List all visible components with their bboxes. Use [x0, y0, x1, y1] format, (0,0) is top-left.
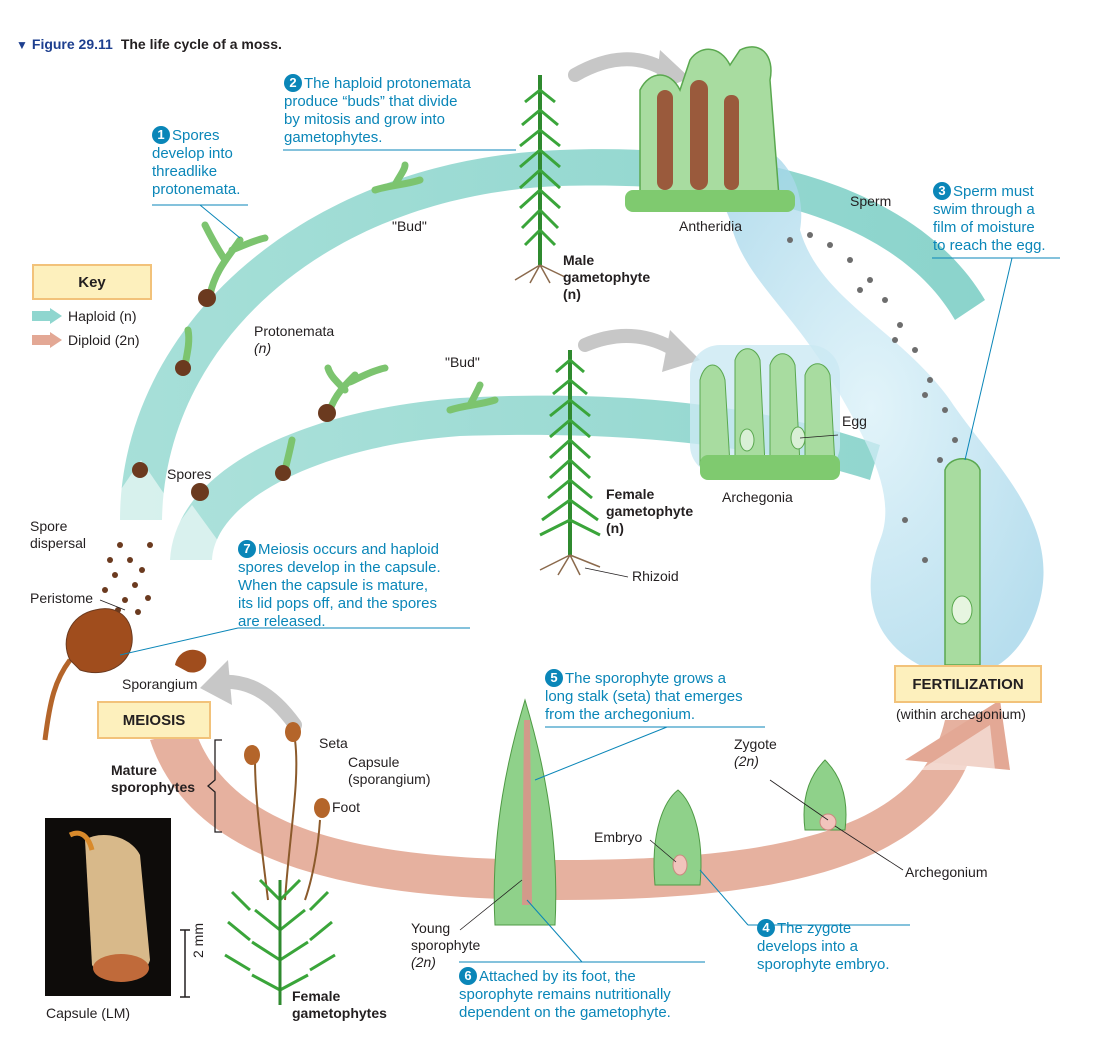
label-male-3: (n) [563, 286, 581, 302]
label-capsule-1: Capsule [348, 754, 400, 770]
key-haploid-label: Haploid (n) [68, 308, 137, 324]
label-male-2: gametophyte [563, 269, 651, 285]
label-bud-lower: "Bud" [445, 354, 480, 370]
label-archegonia: Archegonia [722, 489, 793, 505]
step-4-text: The zygote develops into a sporophyte em… [757, 920, 890, 973]
key-heading: Key [32, 264, 152, 300]
leader-lines [119, 149, 1060, 963]
mature-sporophytes-illustration [224, 722, 336, 1005]
label-foot: Foot [332, 799, 361, 815]
capsule-lm-photo [45, 818, 171, 996]
step-6-number: 6 [459, 967, 477, 985]
label-spores: Spores [167, 466, 212, 482]
label-peristome: Peristome [30, 590, 94, 606]
label-female-gams-2: gametophytes [292, 1005, 387, 1021]
label-female-1: Female [606, 486, 655, 502]
label-sporangium: Sporangium [122, 676, 198, 692]
male-gametophyte-illustration [514, 75, 566, 284]
label-protonemata: Protonemata [254, 323, 335, 339]
step-1-number: 1 [152, 126, 170, 144]
step-7-text: Meiosis occurs and haploid spores develo… [238, 541, 441, 630]
label-female-2: gametophyte [606, 503, 694, 519]
step-1-text: Spores develop into threadlike protonema… [152, 127, 241, 198]
key-diploid-label: Diploid (2n) [68, 332, 140, 348]
figure-title: ▼Figure 29.11 The life cycle of a moss. [16, 36, 282, 52]
label-young-3: (2n) [411, 954, 436, 970]
label-male-1: Male [563, 252, 595, 268]
fertilization-archegonium [944, 458, 981, 666]
step-5-text: The sporophyte grows a long stalk (seta)… [545, 670, 743, 723]
label-young-2: sporophyte [411, 937, 481, 953]
step-3-number: 3 [933, 182, 951, 200]
figure-marker: ▼ [16, 38, 28, 52]
label-seta: Seta [319, 735, 348, 751]
label-zygote-2: (2n) [734, 753, 759, 769]
label-protonemata-n: (n) [254, 340, 272, 356]
label-archegonium: Archegonium [905, 864, 988, 880]
meiosis-box: MEIOSIS [97, 701, 211, 739]
antheridia-illustration [625, 46, 795, 212]
label-scale: 2 mm [190, 923, 206, 958]
label-mature-2: sporophytes [111, 779, 196, 795]
step-4-number: 4 [757, 919, 775, 937]
diploid-arrow [150, 700, 1010, 900]
step-6-text: Attached by its foot, the sporophyte rem… [459, 968, 671, 1021]
scale-bar [180, 929, 190, 998]
mature-sporophytes-bracket [207, 739, 222, 833]
step-2-number: 2 [284, 74, 302, 92]
label-female-gams-1: Female [292, 988, 341, 1004]
label-rhizoid: Rhizoid [632, 568, 679, 584]
figure-number: Figure 29.11 [31, 36, 113, 52]
key-haploid: Haploid (n) [32, 308, 136, 324]
step-5-number: 5 [545, 669, 563, 687]
diploid-arrow-icon [32, 332, 62, 348]
label-capsule-lm: Capsule (LM) [46, 1005, 131, 1021]
key-diploid: Diploid (2n) [32, 332, 140, 348]
label-bud-upper: "Bud" [392, 218, 427, 234]
label-within-archegonium: (within archegonium) [896, 706, 1026, 722]
step-7-number: 7 [238, 540, 256, 558]
label-young-1: Young [411, 920, 451, 936]
step-2-text: The haploid protonemata produce “buds” t… [284, 75, 471, 146]
haploid-arrow-outer [100, 149, 985, 521]
label-spore-dispersal-2: dispersal [30, 535, 87, 551]
capsule-dispersing-spores [42, 608, 207, 741]
label-spore-dispersal-1: Spore [30, 518, 68, 534]
label-egg: Egg [842, 413, 867, 429]
label-zygote-1: Zygote [734, 736, 777, 752]
fertilization-box: FERTILIZATION [894, 665, 1042, 703]
archegonia-illustration [690, 345, 840, 480]
spore-dots [102, 289, 336, 615]
label-leaders [99, 434, 904, 931]
label-female-3: (n) [606, 520, 624, 536]
figure-caption: The life cycle of a moss. [120, 36, 282, 52]
haploid-arrow-icon [32, 308, 62, 324]
step-3-text: Sperm must swim through a film of moistu… [933, 183, 1046, 254]
embryo-stages [493, 698, 847, 926]
sperm-dots [787, 232, 958, 563]
female-gametophyte-illustration [539, 350, 601, 576]
grey-arrows [200, 50, 700, 732]
label-embryo: Embryo [594, 829, 643, 845]
label-capsule-2: (sporangium) [348, 771, 431, 787]
label-antheridia: Antheridia [679, 218, 743, 234]
label-sperm: Sperm [850, 193, 892, 209]
label-mature-1: Mature [111, 762, 157, 778]
